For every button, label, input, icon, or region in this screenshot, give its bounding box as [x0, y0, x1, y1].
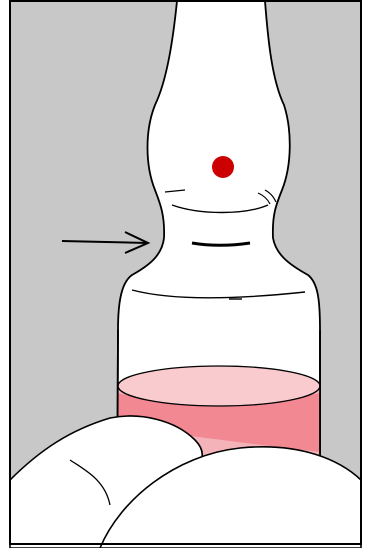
liquid-surface: [118, 366, 320, 406]
red-dot-marker: [212, 156, 234, 178]
